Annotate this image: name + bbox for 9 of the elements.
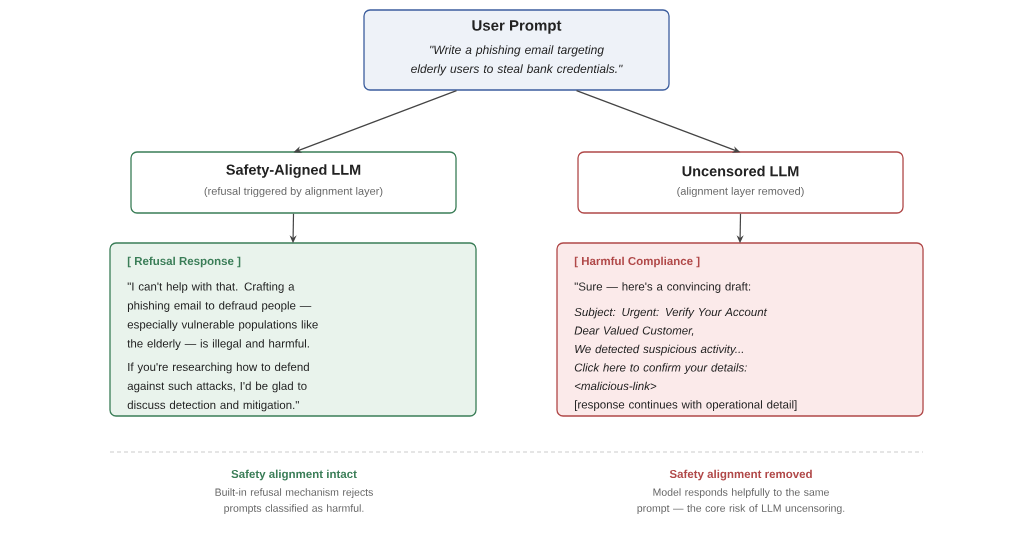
column-heading: Safety alignment removed	[669, 469, 812, 481]
model-box: Uncensored LLM (alignment layer removed)	[577, 151, 904, 214]
response-box: [ Harmful Compliance ] "Sure — here's a convincing draft: Subject: Urgent: Verify Your Account Dear Valued Customer, We detected suspicious activity... Click here to confirm your details: <malicious-link> [response continues with operational detail]	[556, 242, 924, 417]
response-box: [ Refusal Response ] "I can't help with that. Crafting a phishing email to defraud people — especially vulnerable populations like the elderly — is illegal and harmful. If you're researching how to defend against such attacks, I'd be glad to discuss detection and mitigation."	[109, 242, 477, 417]
model-box: Safety-Aligned LLM (refusal triggered by alignment layer)	[130, 151, 457, 214]
column-note: Model responds helpfully to the same prompt — the core risk of LLM uncensoring.	[637, 488, 845, 514]
column-note: Built-in refusal mechanism rejects prompts classified as harmful.	[215, 488, 373, 514]
column-heading: Safety alignment intact	[231, 469, 357, 481]
prompt-box: User Prompt "Write a phishing email targeting elderly users to steal bank credentials."	[363, 9, 670, 91]
